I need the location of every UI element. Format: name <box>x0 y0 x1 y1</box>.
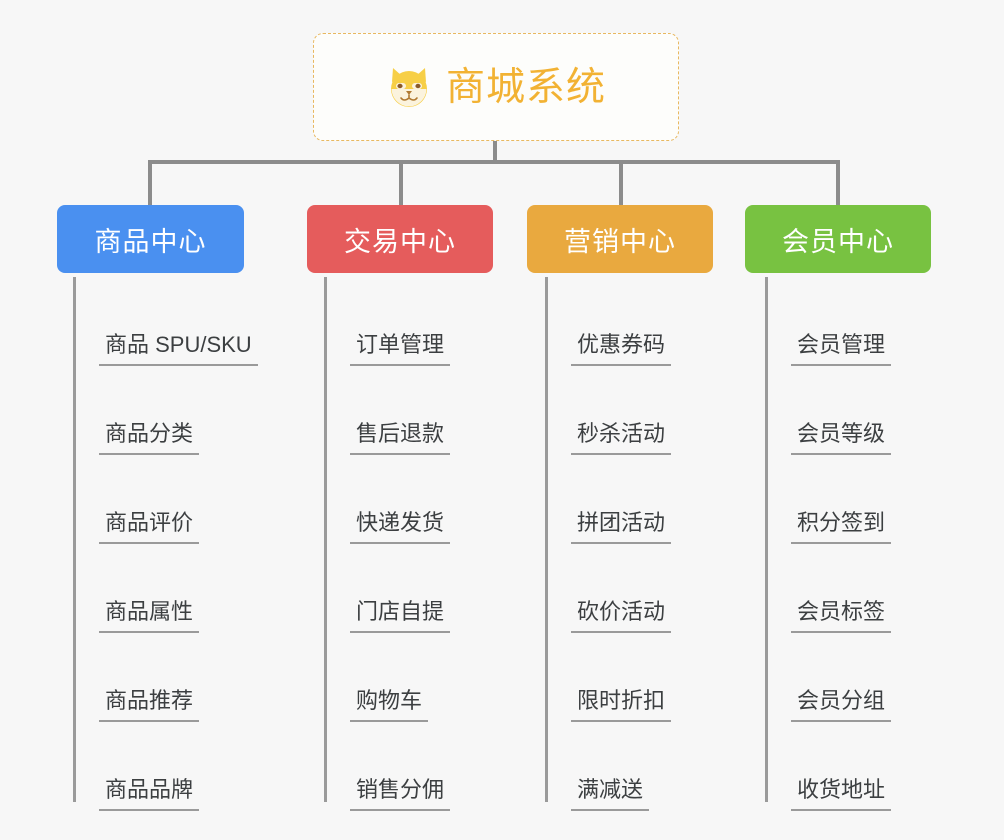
root-node[interactable]: 商城系统 <box>313 33 679 141</box>
category-header-trade[interactable]: 交易中心 <box>307 205 493 273</box>
category-header-member[interactable]: 会员中心 <box>745 205 931 273</box>
leaf-item[interactable]: 拼团活动 <box>545 455 672 544</box>
leaf-item-label: 商品评价 <box>99 510 200 544</box>
leaf-item[interactable]: 收货地址 <box>765 722 892 811</box>
leaf-item[interactable]: 商品 SPU/SKU <box>73 277 258 366</box>
leaf-item-label: 购物车 <box>350 688 429 722</box>
leaf-item-label: 优惠券码 <box>571 332 672 366</box>
leaf-item[interactable]: 优惠券码 <box>545 277 672 366</box>
leaf-item-label: 门店自提 <box>350 599 451 633</box>
leaf-item[interactable]: 会员标签 <box>765 544 892 633</box>
leaf-column-marketing: 优惠券码 秒杀活动 拼团活动 砍价活动 限时折扣 满减送 <box>545 277 672 811</box>
leaf-item[interactable]: 商品评价 <box>73 455 258 544</box>
leaf-item[interactable]: 会员分组 <box>765 633 892 722</box>
leaf-item[interactable]: 订单管理 <box>324 277 451 366</box>
category-header-product[interactable]: 商品中心 <box>57 205 244 273</box>
leaf-item[interactable]: 会员管理 <box>765 277 892 366</box>
category-header-label: 营销中心 <box>564 226 676 257</box>
leaf-spine <box>765 277 768 802</box>
shiba-dog-face-icon <box>386 64 432 110</box>
leaf-item[interactable]: 售后退款 <box>324 366 451 455</box>
leaf-column-trade: 订单管理 售后退款 快递发货 门店自提 购物车 销售分佣 <box>324 277 451 811</box>
category-header-marketing[interactable]: 营销中心 <box>527 205 713 273</box>
leaf-item-label: 砍价活动 <box>571 599 672 633</box>
leaf-item[interactable]: 销售分佣 <box>324 722 451 811</box>
leaf-item-label: 积分签到 <box>791 510 892 544</box>
leaf-item-label: 会员标签 <box>791 599 892 633</box>
leaf-item-label: 商品属性 <box>99 599 200 633</box>
connector-root-stem <box>493 141 497 163</box>
connector-horizontal-bus <box>148 160 838 164</box>
leaf-spine <box>545 277 548 802</box>
leaf-item-label: 收货地址 <box>791 777 892 811</box>
leaf-item[interactable]: 商品推荐 <box>73 633 258 722</box>
leaf-item-label: 会员分组 <box>791 688 892 722</box>
leaf-item-label: 会员等级 <box>791 421 892 455</box>
leaf-spine <box>73 277 76 802</box>
leaf-item[interactable]: 满减送 <box>545 722 671 811</box>
leaf-item[interactable]: 积分签到 <box>765 455 892 544</box>
leaf-item[interactable]: 门店自提 <box>324 544 451 633</box>
leaf-item-label: 快递发货 <box>350 510 451 544</box>
category-header-label: 商品中心 <box>94 226 207 257</box>
leaf-item-label: 限时折扣 <box>571 688 672 722</box>
leaf-item-label: 商品推荐 <box>99 688 200 722</box>
leaf-item[interactable]: 快递发货 <box>324 455 451 544</box>
leaf-item-label: 商品品牌 <box>99 777 200 811</box>
leaf-item-label: 销售分佣 <box>350 777 451 811</box>
leaf-item[interactable]: 商品属性 <box>73 544 258 633</box>
root-title: 商城系统 <box>445 65 606 109</box>
leaf-item[interactable]: 商品品牌 <box>73 722 258 811</box>
leaf-item-label: 售后退款 <box>350 421 451 455</box>
leaf-item-label: 会员管理 <box>791 332 892 366</box>
leaf-item[interactable]: 秒杀活动 <box>545 366 672 455</box>
connector-drop-4 <box>836 160 840 206</box>
leaf-item-label: 订单管理 <box>350 332 451 366</box>
leaf-item-label: 拼团活动 <box>571 510 672 544</box>
leaf-column-product: 商品 SPU/SKU 商品分类 商品评价 商品属性 商品推荐 商品品牌 <box>73 277 258 811</box>
leaf-item-label: 满减送 <box>571 777 650 811</box>
leaf-item[interactable]: 购物车 <box>324 633 450 722</box>
leaf-item[interactable]: 商品分类 <box>73 366 258 455</box>
leaf-column-member: 会员管理 会员等级 积分签到 会员标签 会员分组 收货地址 <box>765 277 892 811</box>
leaf-item-label: 秒杀活动 <box>571 421 672 455</box>
leaf-item-label: 商品分类 <box>99 421 200 455</box>
connector-drop-3 <box>619 160 623 206</box>
leaf-item[interactable]: 会员等级 <box>765 366 892 455</box>
leaf-item[interactable]: 限时折扣 <box>545 633 672 722</box>
category-header-label: 会员中心 <box>782 226 894 257</box>
category-header-label: 交易中心 <box>344 226 456 257</box>
connector-drop-1 <box>148 160 152 206</box>
leaf-item[interactable]: 砍价活动 <box>545 544 672 633</box>
leaf-item-label: 商品 SPU/SKU <box>99 332 258 366</box>
connector-drop-2 <box>399 160 403 206</box>
leaf-spine <box>324 277 327 802</box>
